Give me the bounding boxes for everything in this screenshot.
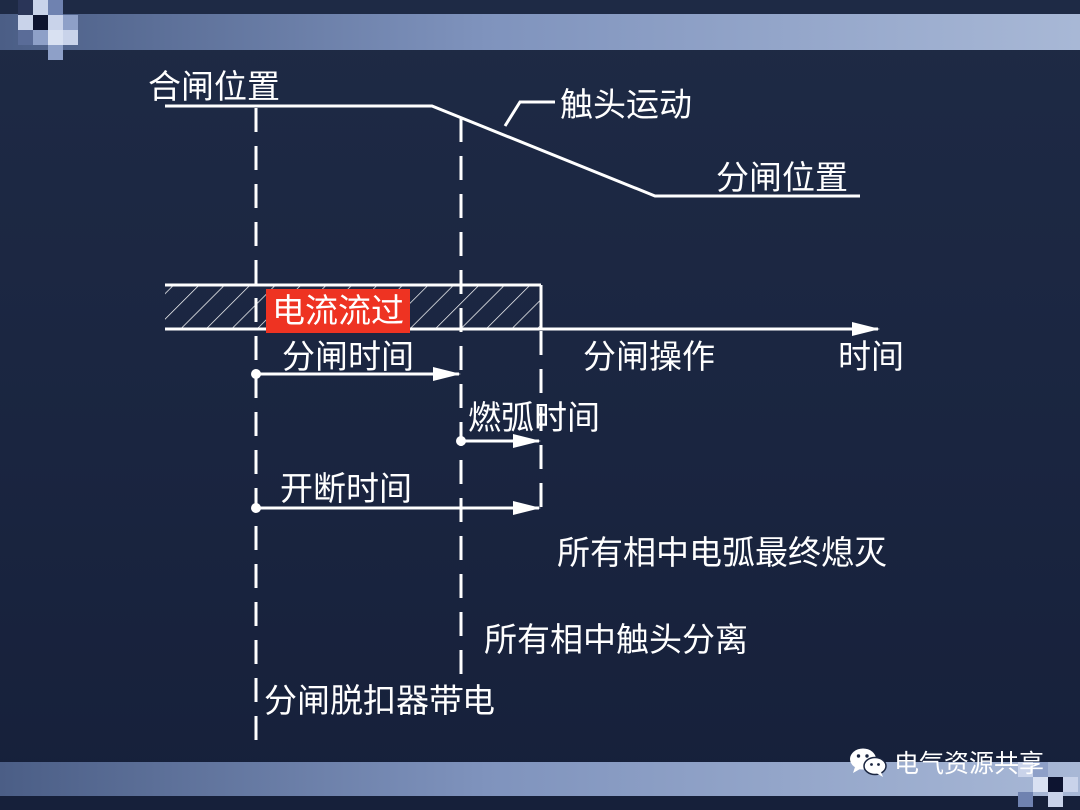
bottom-decor-bar [0,762,1080,796]
watermark-text: 电气资源共享 [893,749,1044,778]
current-flow-label: 电流流过 [266,289,410,333]
trip-energized-label: 分闸脱扣器带电 [264,681,495,720]
wechat-icon [849,748,887,777]
closed-position-label: 合闸位置 [148,67,280,106]
bottom-right-checker-decor [1018,752,1080,810]
top-decor-bar [0,14,1080,50]
arc-extinguished-label: 所有相中电弧最终熄灭 [557,533,887,572]
opening-time-label: 分闸时间 [282,337,414,376]
contacts-separate-label: 所有相中触头分离 [484,620,748,659]
break-time-label: 开断时间 [280,469,412,508]
time-axis-label: 时间 [838,337,904,376]
arcing-time-label: 燃弧时间 [468,398,600,437]
contact-motion-label: 触头运动 [560,85,692,124]
watermark: 电气资源共享 [848,744,1044,780]
contact-motion-leader [503,100,555,127]
open-position-label: 分闸位置 [716,158,848,197]
top-left-checker-decor [18,0,80,62]
opening-operation-label: 分闸操作 [583,337,715,376]
